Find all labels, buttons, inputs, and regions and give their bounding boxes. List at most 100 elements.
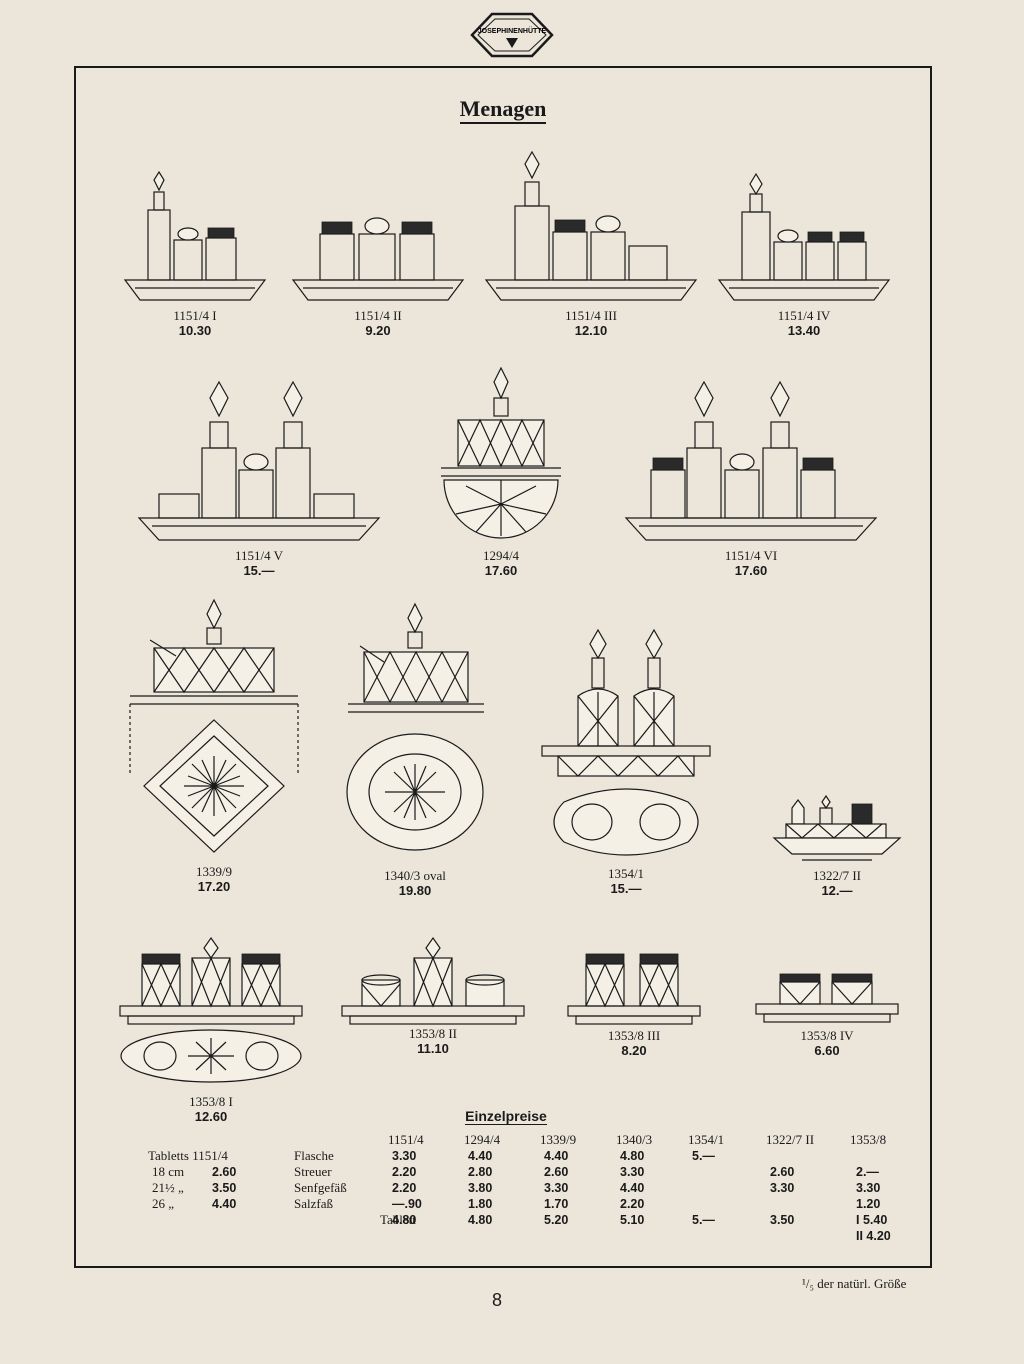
price-column-header: 1340/3 — [616, 1132, 653, 1147]
tabletts-size: 26 „ — [152, 1196, 175, 1211]
cut-glass-set-illustration — [341, 936, 525, 1025]
product-1151-4-VI: 1151/4 VI 17.60 — [621, 378, 881, 578]
product-1151-4-II: 1151/4 II 9.20 — [288, 168, 468, 338]
price-column-header: 1322/7 II — [766, 1132, 815, 1147]
product-1151-4-IV: 1151/4 IV 13.40 — [714, 172, 894, 338]
price-column-header: 1339/9 — [540, 1132, 577, 1147]
product-1353-8-IV: 1353/8 IV 6.60 — [752, 968, 902, 1058]
price-cell: 2.20 — [620, 1197, 645, 1211]
page-title: Menagen — [76, 96, 930, 124]
item-price: 17.20 — [197, 879, 231, 894]
cruet-set-illustration — [624, 380, 878, 541]
item-code: 1151/4 I — [173, 308, 217, 323]
price-cell: 4.80 — [392, 1213, 417, 1227]
cut-glass-set-illustration — [772, 794, 902, 861]
price-cell: 2.60 — [544, 1165, 569, 1179]
item-price: 15.— — [243, 563, 275, 578]
tabletts-price: 2.60 — [212, 1165, 237, 1179]
page-number: 8 — [492, 1290, 503, 1310]
item-price: 8.20 — [621, 1043, 647, 1058]
price-cell: II 4.20 — [856, 1229, 891, 1243]
price-cell: 1.70 — [544, 1197, 569, 1211]
item-code: 1151/4 VI — [724, 548, 778, 563]
cruet-set-illustration — [123, 170, 267, 301]
item-price: 17.60 — [484, 563, 518, 578]
item-price: 13.40 — [787, 323, 821, 338]
price-cell: 3.30 — [544, 1181, 569, 1195]
price-row-label: Tablett — [380, 1212, 416, 1227]
product-1353-8-II: 1353/8 II 11.10 — [338, 934, 528, 1056]
cruet-set-illustration — [484, 150, 698, 301]
price-cell: 1.80 — [468, 1197, 493, 1211]
scale-note: ¹/₅ der natürl. Größe — [802, 1276, 907, 1291]
price-cell: 5.10 — [620, 1213, 645, 1227]
item-price: 6.60 — [814, 1043, 840, 1058]
price-column-header: 1151/4 — [388, 1132, 424, 1147]
tabletts-table: Tabletts 1151/4 18 cm 2.60 21½ „ 3.50 26… — [148, 1148, 278, 1218]
cruet-set-illustration — [137, 380, 381, 541]
item-code: 1340/3 oval — [384, 868, 446, 883]
tabletts-price: 3.50 — [212, 1181, 237, 1195]
product-1353-8-III: 1353/8 III 8.20 — [564, 948, 704, 1058]
price-cell: 2.— — [856, 1165, 879, 1179]
item-price: 9.20 — [365, 323, 391, 338]
cruet-set-illustration — [717, 172, 891, 301]
cruet-set-illustration — [291, 217, 465, 301]
item-price: 10.30 — [178, 323, 212, 338]
product-1322-7-II: 1322/7 II 12.— — [772, 792, 902, 898]
item-code: 1151/4 V — [234, 548, 284, 563]
cut-glass-set-illustration — [541, 628, 711, 856]
price-cell: 5.— — [692, 1149, 715, 1163]
item-code: 1353/8 I — [189, 1094, 233, 1109]
price-cell: 4.80 — [620, 1149, 645, 1163]
price-cell: 4.40 — [620, 1181, 645, 1195]
cut-glass-set-illustration — [567, 953, 701, 1025]
price-cell: 4.80 — [468, 1213, 493, 1227]
josephinenhuette-logo: JOSEPHINENHÜTTE — [470, 12, 554, 58]
cut-glass-set-illustration — [441, 366, 561, 539]
price-cell: 3.80 — [468, 1181, 493, 1195]
price-cell: 2.80 — [468, 1165, 493, 1179]
item-code: 1151/4 III — [565, 308, 617, 323]
product-1353-8-I: 1353/8 I 12.60 — [116, 934, 306, 1124]
catalog-frame: Menagen 1151/4 I 10.30 1151/4 II — [74, 66, 934, 1310]
item-code: 1322/7 II — [812, 868, 862, 883]
cut-glass-set-illustration — [129, 598, 299, 853]
price-row-label: Streuer — [294, 1164, 332, 1179]
cut-glass-set-illustration — [755, 973, 899, 1023]
item-price: 12.10 — [574, 323, 608, 338]
item-code: 1354/1 — [607, 866, 645, 881]
price-column-header: 1294/4 — [464, 1132, 501, 1147]
price-cell: 2.60 — [770, 1165, 795, 1179]
price-cell: 2.20 — [392, 1181, 417, 1195]
item-code: 1151/4 II — [354, 308, 402, 323]
price-cell: 3.50 — [770, 1213, 795, 1227]
price-cell: I 5.40 — [856, 1213, 888, 1227]
product-1151-4-I: 1151/4 I 10.30 — [120, 168, 270, 338]
tabletts-label: Tabletts 1151/4 — [148, 1148, 228, 1163]
cut-glass-set-illustration — [346, 602, 484, 851]
price-cell: 3.30 — [856, 1181, 881, 1195]
item-code: 1353/8 II — [408, 1026, 458, 1041]
price-row-label: Salzfaß — [294, 1196, 333, 1211]
item-price: 17.60 — [734, 563, 768, 578]
cut-glass-set-illustration — [119, 936, 303, 1083]
svg-text:JOSEPHINENHÜTTE: JOSEPHINENHÜTTE — [478, 26, 547, 35]
product-1354-1: 1354/1 15.— — [538, 626, 714, 896]
product-1294-4: 1294/4 17.60 — [436, 364, 566, 578]
price-column-header: 1353/8 — [850, 1132, 887, 1147]
product-1151-4-V: 1151/4 V 15.— — [134, 378, 384, 578]
item-code: 1151/4 IV — [777, 308, 831, 323]
tabletts-price: 4.40 — [212, 1197, 237, 1211]
tabletts-size: 21½ „ — [152, 1180, 184, 1195]
price-cell: 4.40 — [468, 1149, 493, 1163]
item-code: 1353/8 IV — [800, 1028, 854, 1043]
item-price: 11.10 — [417, 1041, 449, 1056]
item-price: 15.— — [610, 881, 642, 896]
product-1151-4-III: 1151/4 III 12.10 — [481, 148, 701, 338]
product-1339-9: 1339/9 17.20 — [126, 596, 302, 894]
einzelpreise-title: Einzelpreise — [465, 1108, 547, 1125]
price-cell: 3.30 — [770, 1181, 795, 1195]
price-cell: 5.20 — [544, 1213, 569, 1227]
